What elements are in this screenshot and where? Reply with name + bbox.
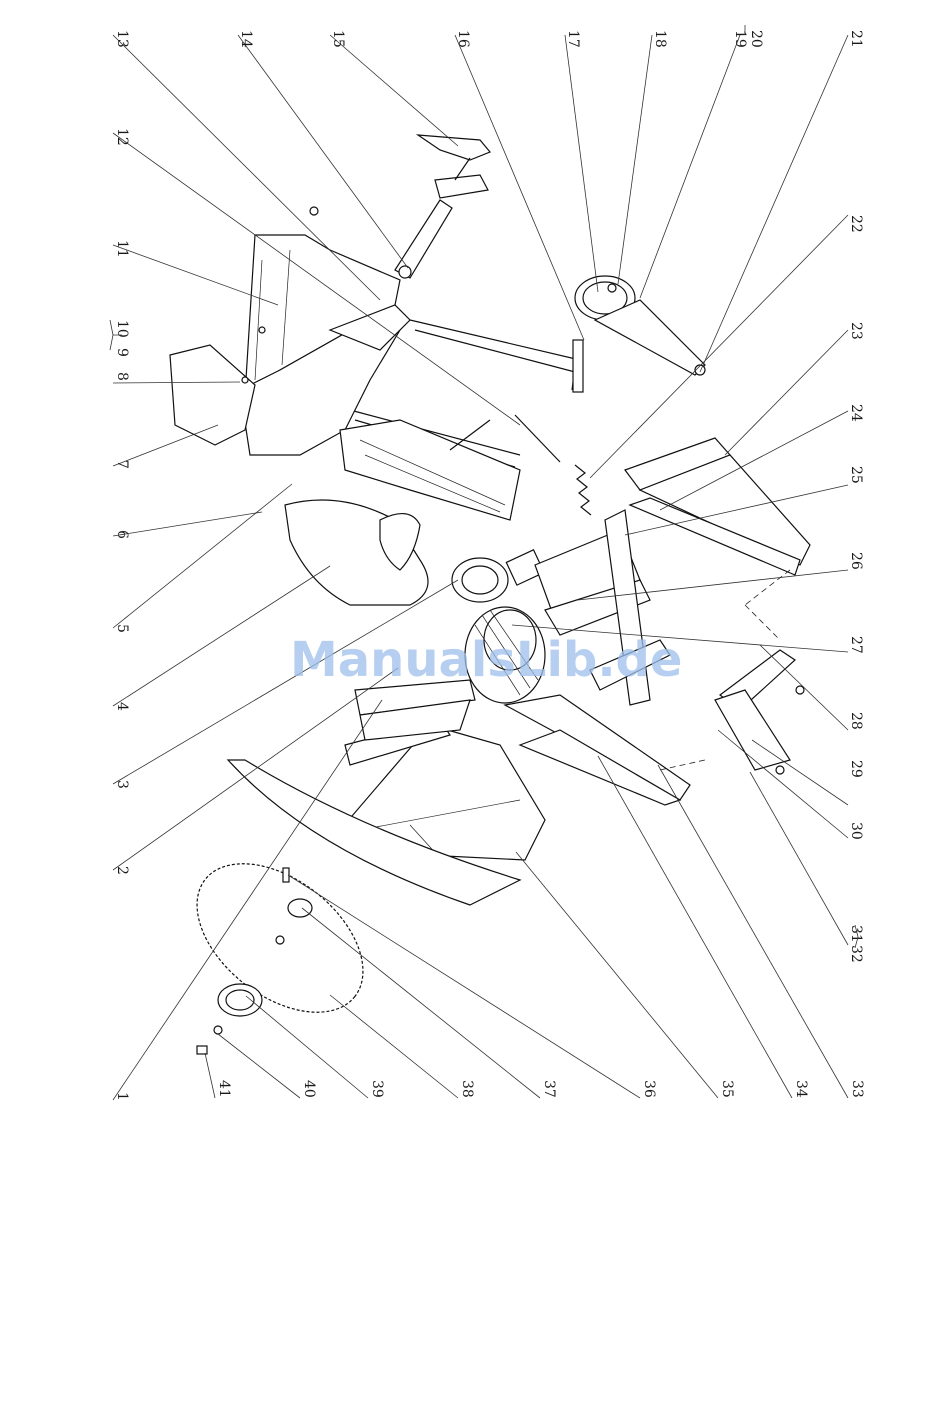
label-35: 35 bbox=[719, 1080, 735, 1098]
support-arm-part bbox=[355, 680, 475, 740]
label-17: 17 bbox=[565, 30, 581, 48]
label-26: 26 bbox=[848, 552, 864, 570]
label-34: 34 bbox=[793, 1080, 809, 1098]
label-30: 30 bbox=[848, 822, 864, 840]
label-16: 16 bbox=[455, 30, 471, 48]
label-5: 5 bbox=[114, 624, 130, 633]
label-38: 38 bbox=[459, 1080, 475, 1098]
label-25: 25 bbox=[848, 466, 864, 484]
label-20: 20 bbox=[748, 30, 764, 48]
spring-part bbox=[575, 465, 591, 515]
watermark-text: ManualsLib.de bbox=[290, 632, 682, 688]
label-27: 27 bbox=[848, 636, 864, 654]
label-7: 7 bbox=[114, 460, 130, 469]
label-32: 32 bbox=[848, 945, 864, 963]
label-3: 3 bbox=[114, 780, 130, 789]
label-33: 33 bbox=[849, 1080, 865, 1098]
frame-part bbox=[340, 420, 520, 520]
label-37: 37 bbox=[541, 1080, 557, 1098]
label-41: 41 bbox=[216, 1080, 232, 1098]
label-36: 36 bbox=[641, 1080, 657, 1098]
label-19: 19 bbox=[732, 30, 748, 48]
label-24: 24 bbox=[848, 404, 864, 422]
label-22: 22 bbox=[848, 215, 864, 233]
flange-part bbox=[218, 984, 262, 1016]
label-29: 29 bbox=[848, 760, 864, 778]
label-13: 13 bbox=[114, 30, 130, 48]
label-15: 15 bbox=[330, 30, 346, 48]
label-1: 1 bbox=[114, 1092, 130, 1101]
machine-drawing bbox=[169, 135, 810, 1054]
label-12: 12 bbox=[114, 128, 130, 146]
label-39: 39 bbox=[369, 1080, 385, 1098]
pulley-part bbox=[452, 558, 508, 602]
label-11: 11 bbox=[114, 240, 130, 258]
label-2: 2 bbox=[114, 866, 130, 875]
label-4: 4 bbox=[114, 702, 130, 711]
bolt-part bbox=[197, 1026, 222, 1054]
upper-housing-part bbox=[170, 207, 410, 455]
label-14: 14 bbox=[238, 30, 254, 48]
label-23: 23 bbox=[848, 322, 864, 340]
front-stand-part bbox=[715, 650, 804, 774]
label-40: 40 bbox=[301, 1080, 317, 1098]
label-21: 21 bbox=[848, 30, 864, 48]
label-28: 28 bbox=[848, 712, 864, 730]
label-9: 9 bbox=[114, 348, 130, 357]
gear-wheel-part bbox=[575, 276, 705, 375]
upper-bracket-part bbox=[395, 135, 490, 278]
label-18: 18 bbox=[652, 30, 668, 48]
saw-blade-part bbox=[169, 834, 390, 1042]
saw-guard-part bbox=[285, 500, 428, 605]
label-6: 6 bbox=[114, 530, 130, 539]
label-8: 8 bbox=[114, 372, 130, 381]
